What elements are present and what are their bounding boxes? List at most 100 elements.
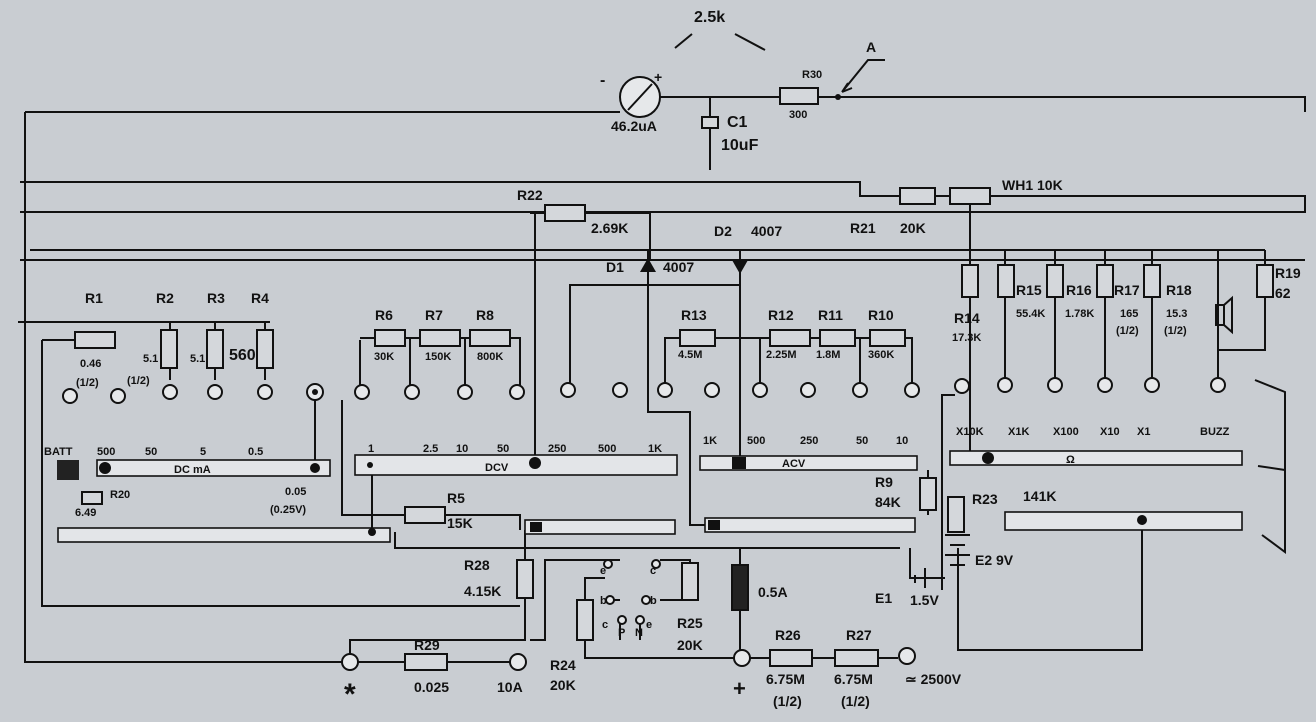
label-meter-value: 46.2uA [611,118,657,134]
label-acv-500: 500 [747,435,765,447]
label-dcv-10: 10 [456,443,468,455]
battery-e1 [914,568,926,588]
label-r26: R26 [775,627,801,643]
label-r13: R13 [681,307,707,323]
terminals[interactable] [62,377,1226,671]
label-10a: 10A [497,679,523,695]
label-d2-value: 4007 [751,223,782,239]
label-r25: R25 [677,615,703,631]
diode-d1 [640,258,656,272]
label-r18: R18 [1166,282,1192,298]
label-r28-value: 4.15K [464,583,501,599]
label-r17: R17 [1114,282,1140,298]
label-n: N [635,627,643,639]
label-dc-500: 500 [97,446,115,458]
label-dc-0-25v: (0.25V) [270,504,306,516]
label-r9-value: 84K [875,494,901,510]
label-r25-value: 20K [677,637,703,653]
label-plus-terminal: + [733,676,746,701]
label-buzz: BUZZ [1200,426,1230,438]
label-meter-minus: - [600,72,605,89]
label-point-a: A [866,39,876,55]
label-acv-1k: 1K [703,435,717,447]
label-r1-half: (1/2) [76,377,99,389]
label-r8: R8 [476,307,494,323]
label-r1-value: 0.46 [80,358,101,370]
label-r24-value: 20K [550,677,576,693]
label-switch-c1: c [650,565,656,577]
label-r11: R11 [818,307,843,323]
label-r18-value: 15.3 [1166,308,1187,320]
label-r30-value: 300 [789,109,807,121]
label-r22-value: 2.69K [591,220,628,236]
label-r18-half: (1/2) [1164,325,1187,337]
label-acv-10: 10 [896,435,908,447]
label-dcv-1k: 1K [648,443,662,455]
label-acv: ACV [782,458,806,470]
label-wh1: WH1 10K [1002,177,1063,193]
label-r26-half: (1/2) [773,693,802,709]
label-switch-e2: e [646,619,652,631]
capacitor-c1 [701,116,719,129]
label-dcv-2-5: 2.5 [423,443,438,455]
label-r17-value: 165 [1120,308,1138,320]
label-r2: R2 [156,290,174,306]
label-d1-value: 4007 [663,259,694,275]
label-r5: R5 [447,490,465,506]
label-e1: E1 [875,590,892,606]
label-dc-0-05: 0.05 [285,486,306,498]
label-r23: R23 [972,491,998,507]
label-r9: R9 [875,474,893,490]
resistor-r22 [544,204,586,222]
label-r6-value: 30K [374,351,394,363]
label-r28: R28 [464,557,490,573]
label-c1-value: 10uF [721,137,759,154]
label-r19: R19 [1275,265,1301,281]
label-2-5k: 2.5k [694,9,725,26]
label-switch-e1: e [600,565,606,577]
resistors [74,264,1274,671]
label-r29: R29 [414,637,440,653]
label-r2-half: (1/2) [127,375,150,387]
galvanometer [619,33,766,118]
label-r10-value: 360K [868,349,894,361]
label-r27: R27 [846,627,872,643]
label-r17-half: (1/2) [1116,325,1139,337]
label-dcv-1: 1 [368,443,374,455]
label-x10: X10 [1100,426,1120,438]
label-x10k: X10K [956,426,984,438]
label-acv-50: 50 [856,435,868,447]
label-r4-value: 560 [229,347,256,364]
label-dcv-250: 250 [548,443,566,455]
label-r30: R30 [802,69,822,81]
label-r11-value: 1.8M [816,349,840,361]
label-r27-value: 6.75M [834,671,873,687]
label-d1: D1 [606,259,624,275]
label-r23-value: 141K [1023,488,1056,504]
label-r1: R1 [85,290,103,306]
label-2500v: ≃ 2500V [905,671,962,687]
component-labels: 2.5k A - + 46.2uA C1 10uF R30 300 WH1 10… [44,9,1301,711]
diode-d2 [732,260,748,274]
label-dc-0-5: 0.5 [248,446,263,458]
label-ohm: Ω [1066,454,1075,466]
label-r13-value: 4.5M [678,349,702,361]
label-c1: C1 [727,114,748,131]
label-r8-value: 800K [477,351,503,363]
label-r21-value: 20K [900,220,926,236]
label-r10: R10 [868,307,894,323]
label-r14-value: 17.3K [952,332,981,344]
label-common-star: * [344,678,356,711]
label-r12: R12 [768,307,794,323]
label-r15: R15 [1016,282,1042,298]
label-r3-value: 5.1 [190,353,205,365]
label-dcv-50: 50 [497,443,509,455]
label-r7-value: 150K [425,351,451,363]
label-x1: X1 [1137,426,1150,438]
label-switch-b1: b [600,595,607,607]
label-dc-ma: DC mA [174,464,211,476]
battery-e2 [945,534,970,566]
switch-bars[interactable] [57,450,1243,543]
label-r16: R16 [1066,282,1092,298]
